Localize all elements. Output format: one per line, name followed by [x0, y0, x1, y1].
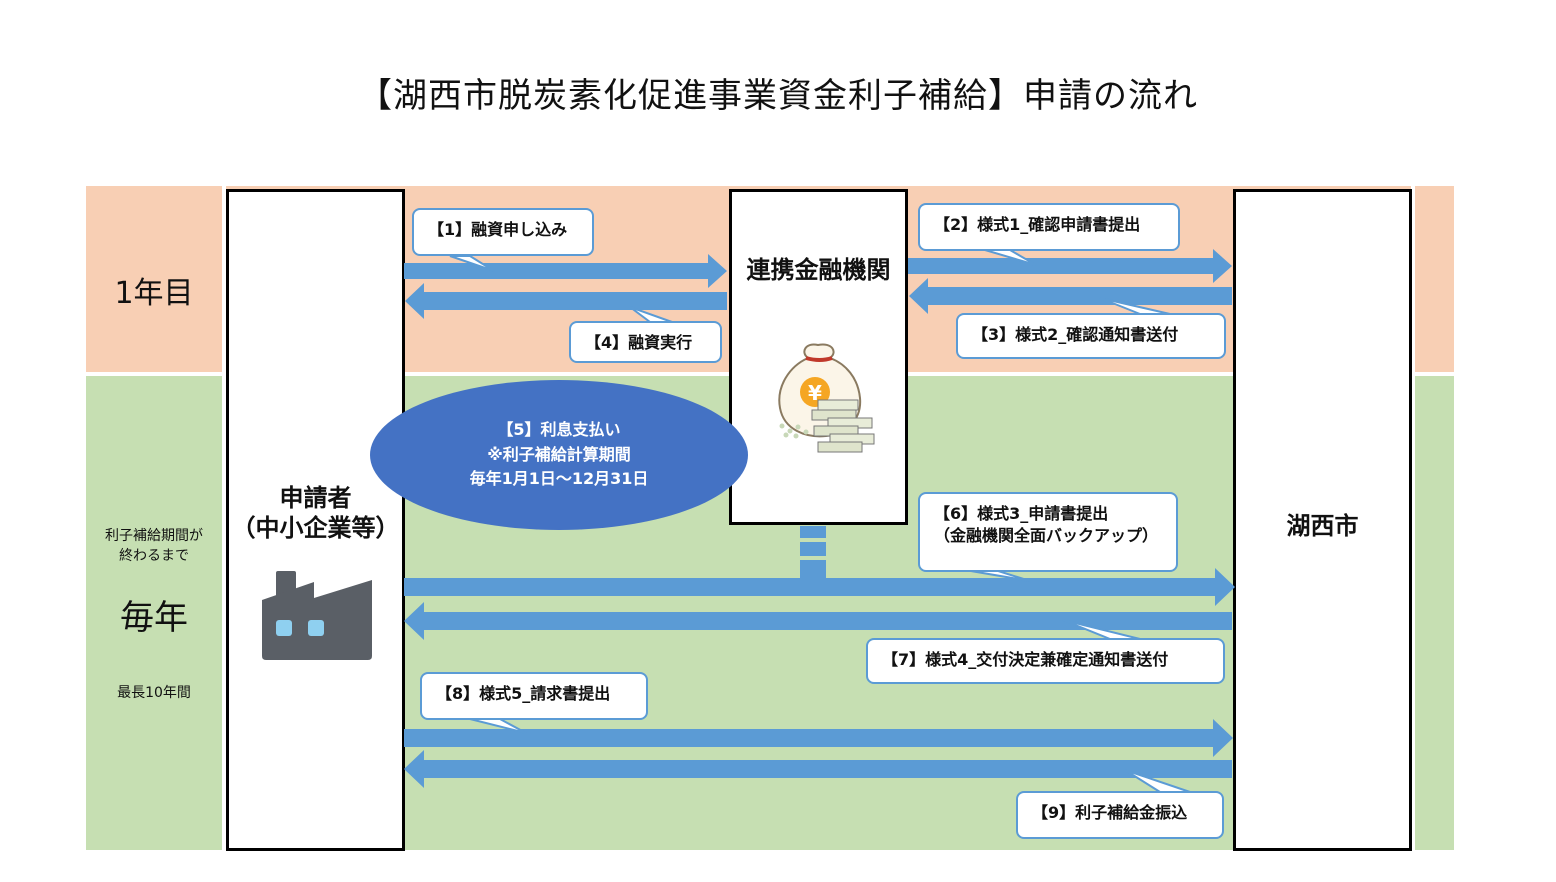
yearly-label: 毎年	[120, 598, 188, 638]
arrow-step6	[404, 568, 1235, 606]
arrow-step4	[405, 283, 727, 319]
callout-step7: 【7】様式4_交付決定兼確定通知書送付	[866, 638, 1225, 684]
callout-tail-step1	[449, 255, 495, 272]
arrow-step7	[404, 602, 1232, 640]
svg-text:¥: ¥	[808, 381, 822, 405]
callout-step6-line2: （金融機関全面バックアップ）	[934, 525, 1159, 545]
callout-step6: 【6】様式3_申請書提出 （金融機関全面バックアップ）	[918, 492, 1178, 572]
city-name: 湖西市	[1286, 512, 1359, 540]
bank-connector	[800, 526, 826, 580]
year1-label: 1年目	[114, 276, 194, 311]
callout-step8: 【8】様式5_請求書提出	[420, 672, 648, 720]
step5-line2: ※利子補給計算期間	[487, 444, 631, 464]
arrow-step9	[404, 750, 1232, 788]
arrow-step1	[404, 254, 727, 288]
callout-step2: 【2】様式1_確認申請書提出	[918, 203, 1180, 251]
bank-name: 連携金融機関	[746, 256, 891, 284]
callout-step1: 【1】融資申し込み	[412, 208, 594, 256]
page-title: 【湖西市脱炭素化促進事業資金利子補給】申請の流れ	[358, 76, 1198, 116]
step5-line3: 毎年1月1日～12月31日	[469, 469, 649, 489]
applicant-name: 申請者	[279, 484, 352, 512]
yen-bills-icon	[811, 399, 875, 453]
callout-step4: 【4】融資実行	[569, 321, 722, 363]
yearly-max-label: 最長10年間	[117, 685, 191, 701]
yearly-note-line2: 終わるまで	[119, 548, 189, 564]
city-column	[1233, 189, 1412, 851]
callout-step9: 【9】利子補給金振込	[1016, 791, 1224, 839]
callout-step3: 【3】様式2_確認通知書送付	[956, 313, 1226, 359]
arrow-step3	[909, 278, 1232, 314]
arrow-step8	[404, 719, 1233, 757]
arrow-step2	[908, 249, 1232, 283]
applicant-column	[226, 189, 405, 851]
factory-icon	[262, 571, 372, 660]
step5-line1: 【5】利息支払い	[497, 419, 621, 439]
coins-icon	[779, 423, 809, 439]
interest-payment-ellipse: 【5】利息支払い ※利子補給計算期間 毎年1月1日～12月31日	[370, 380, 748, 530]
callout-step6-line1: 【6】様式3_申請書提出	[934, 504, 1109, 523]
yearly-note-line1: 利子補給期間が	[105, 528, 203, 544]
applicant-type: （中小企業等）	[231, 514, 400, 542]
